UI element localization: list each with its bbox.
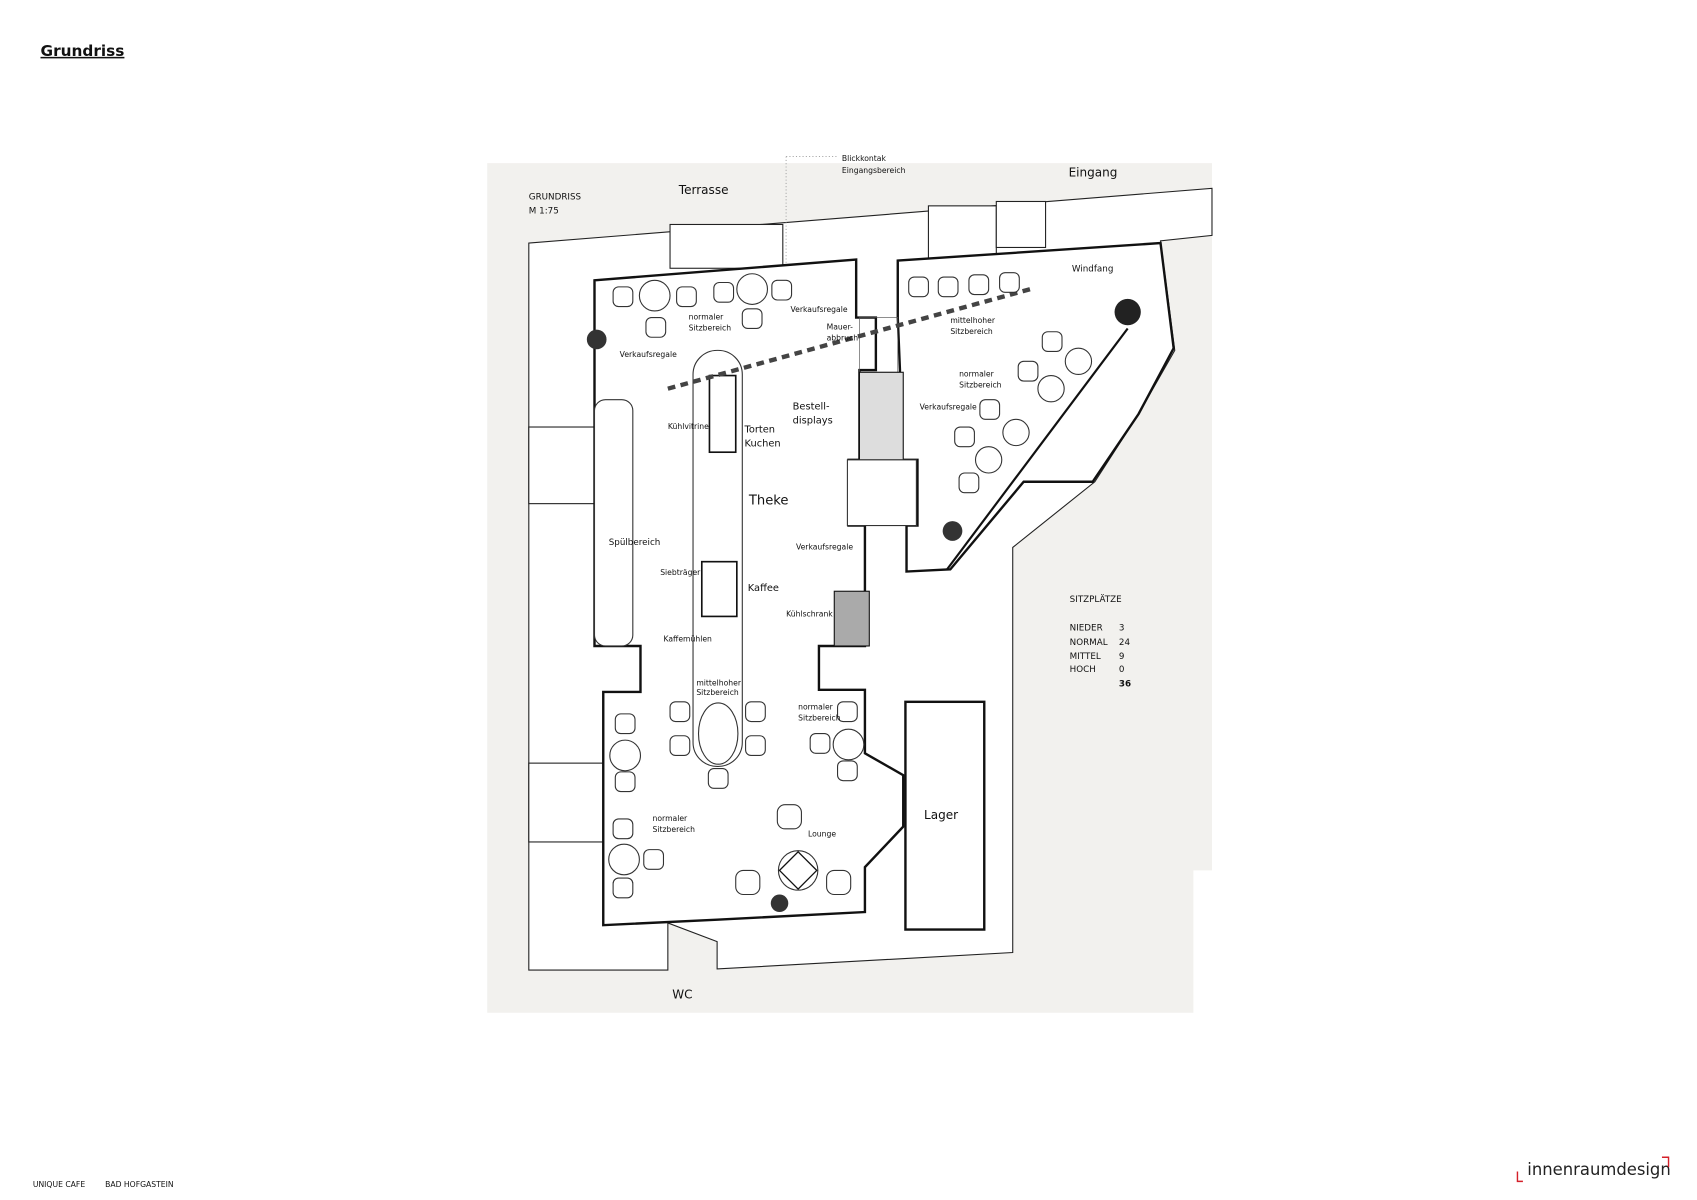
entrance-vestibule-wall (995, 200, 1047, 249)
label-windfang: Windfang (1072, 265, 1114, 275)
label-seating: mittelhoher (696, 678, 742, 687)
innenraumdesign-logo: innenraumdesign (1516, 1156, 1671, 1183)
label-seating: Sitzbereich (959, 381, 1002, 390)
label-lounge: Lounge (808, 829, 836, 838)
label-blickkontakt: Blickkontak (842, 154, 887, 163)
chairs (612, 272, 1063, 899)
storage-room (904, 700, 986, 931)
sightline (667, 285, 1036, 391)
seat-total: 36 (1119, 679, 1131, 689)
label-cake-fridge: Kühlvitrine (668, 422, 709, 431)
washing-counter (593, 399, 634, 647)
label-seating: normaler (798, 702, 834, 711)
plant-icon (942, 521, 963, 541)
label-wc: WC (672, 988, 692, 1002)
label-fridge: Kühlschrank (786, 609, 833, 618)
seat-row-label: HOCH (1070, 665, 1096, 675)
cake-display (708, 374, 737, 454)
lounge-table (778, 850, 818, 890)
high-table (697, 702, 739, 765)
label-grinders: Kaffemühlen (663, 635, 712, 644)
side-opening-upper (528, 426, 596, 505)
label-shelves: Verkaufsregale (796, 543, 853, 552)
fridge (833, 590, 870, 647)
order-display (858, 371, 904, 461)
plan-scale: M 1:75 (529, 207, 559, 217)
label-seating: Sitzbereich (689, 324, 732, 333)
footer-location: BAD HOFGASTEIN (105, 1180, 174, 1189)
seat-summary: SITZPLÄTZE NIEDER 3 NORMAL 24 MITTEL 9 H… (1070, 594, 1131, 689)
label-seating: Sitzbereich (950, 327, 993, 336)
label-siebtraeger: Siebträger (660, 568, 701, 577)
label-order-displays: displays (793, 416, 833, 427)
side-opening-lower (528, 762, 604, 843)
label-seating: normaler (959, 370, 995, 379)
label-terrasse: Terrasse (678, 183, 729, 197)
label-kuchen: Kuchen (744, 439, 780, 450)
plan-heading: GRUNDRISS (529, 192, 582, 202)
logo-corner-right (1661, 1156, 1670, 1168)
label-torten: Torten (743, 424, 775, 435)
page-title: Grundriss (41, 42, 125, 60)
label-shelves: Verkaufsregale (790, 305, 847, 314)
label-lager: Lager (924, 808, 958, 822)
label-shelves: Verkaufsregale (620, 350, 677, 359)
seat-row-value: 9 (1119, 652, 1125, 662)
label-kaffee: Kaffee (748, 583, 779, 594)
label-seating: normaler (689, 313, 725, 322)
label-seating: Sitzbereich (696, 688, 739, 697)
tables (608, 273, 1093, 891)
main-room (593, 258, 905, 927)
plant-icon (1114, 298, 1141, 326)
seat-row-label: NORMAL (1070, 638, 1108, 648)
label-seating: normaler (653, 814, 689, 823)
label-shelves: Verkaufsregale (920, 402, 977, 411)
label-eingangsbereich: Eingangsbereich (842, 166, 906, 175)
label-seating: mittelhoher (950, 316, 996, 325)
label-seating: Sitzbereich (798, 713, 841, 722)
seat-row-value: 3 (1119, 624, 1125, 634)
label-eingang: Eingang (1069, 165, 1118, 179)
display-block (846, 459, 917, 527)
logo-corner-left (1516, 1171, 1523, 1183)
seat-row-value: 24 (1119, 638, 1131, 648)
plant-icon (770, 894, 789, 913)
seat-row-value: 0 (1119, 665, 1125, 675)
espresso-machine (700, 560, 738, 618)
seat-row-label: MITTEL (1070, 652, 1101, 662)
counter (692, 349, 743, 767)
seat-row-label: NIEDER (1070, 624, 1103, 634)
bench (946, 327, 1129, 571)
seat-summary-title: SITZPLÄTZE (1070, 594, 1122, 605)
label-wall-demolition: abbruch (827, 334, 859, 343)
label-order-displays: Bestell- (793, 401, 830, 412)
entrance-opening (927, 205, 997, 262)
label-seating: Sitzbereich (653, 825, 696, 834)
footer-project: UNIQUE CAFE (33, 1180, 85, 1189)
terrace-opening (669, 223, 784, 269)
label-wall-demolition: Mauer- (827, 323, 854, 332)
plant-icon (586, 329, 607, 350)
floor-plan: GRUNDRISS M 1:75 Terrasse Blickkontak Ei… (487, 154, 1213, 1013)
label-theke: Theke (748, 494, 789, 509)
label-spuelbereich: Spülbereich (609, 538, 661, 548)
logo-text: innenraumdesign (1527, 1160, 1670, 1179)
